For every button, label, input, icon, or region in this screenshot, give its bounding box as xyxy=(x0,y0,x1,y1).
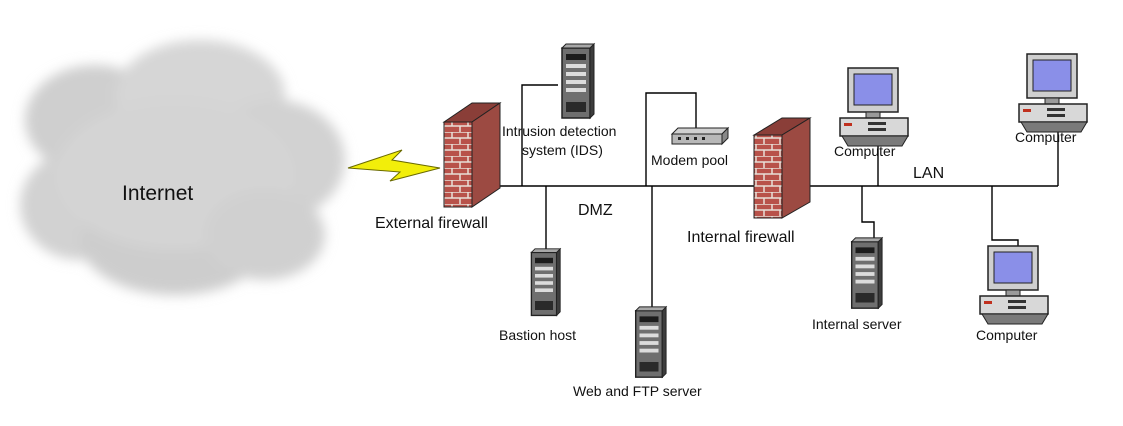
ids-node: Intrusion detection system (IDS) xyxy=(502,43,616,158)
modem-icon xyxy=(670,126,730,146)
server-tower-icon xyxy=(850,237,883,309)
firewall-icon xyxy=(752,117,812,219)
internal-server-label: Internal server xyxy=(812,316,902,332)
external-firewall-label: External firewall xyxy=(375,215,488,232)
cloud-icon xyxy=(20,40,345,295)
computer-top-left-node: Computer xyxy=(834,67,909,159)
bastion-host-label: Bastion host xyxy=(499,327,576,343)
modem-pool-node: Modem pool xyxy=(651,126,730,168)
computer-top-left-label: Computer xyxy=(834,143,896,159)
ids-label-line1: Intrusion detection xyxy=(502,123,616,139)
computer-icon xyxy=(979,245,1049,325)
web-ftp-server-node: Web and FTP server xyxy=(573,306,702,399)
internet-label: Internet xyxy=(122,182,193,205)
computer-icon xyxy=(839,67,909,147)
computer-top-right-label: Computer xyxy=(1015,129,1077,145)
computer-bottom-right-label: Computer xyxy=(976,327,1038,343)
internal-firewall-label: Internal firewall xyxy=(687,229,795,246)
server-tower-icon xyxy=(530,248,561,317)
external-firewall: External firewall xyxy=(375,102,502,232)
ids-label-line2: system (IDS) xyxy=(522,142,603,158)
firewall-icon xyxy=(442,102,502,208)
dmz-label: DMZ xyxy=(578,202,613,219)
lightning-icon xyxy=(347,149,441,182)
bastion-host-node: Bastion host xyxy=(499,248,576,343)
network-lines xyxy=(488,84,1059,310)
internet-cloud: Internet xyxy=(20,40,345,295)
server-tower-icon xyxy=(561,43,595,119)
modem-pool-label: Modem pool xyxy=(651,152,728,168)
computer-icon xyxy=(1018,53,1088,133)
internal-firewall: Internal firewall xyxy=(687,117,812,246)
server-tower-icon xyxy=(634,306,667,378)
lan-label: LAN xyxy=(913,165,944,182)
internal-server-node: Internal server xyxy=(812,237,902,332)
web-ftp-server-label: Web and FTP server xyxy=(573,383,702,399)
computer-top-right-node: Computer xyxy=(1015,53,1088,145)
computer-bottom-right-node: Computer xyxy=(976,245,1049,343)
